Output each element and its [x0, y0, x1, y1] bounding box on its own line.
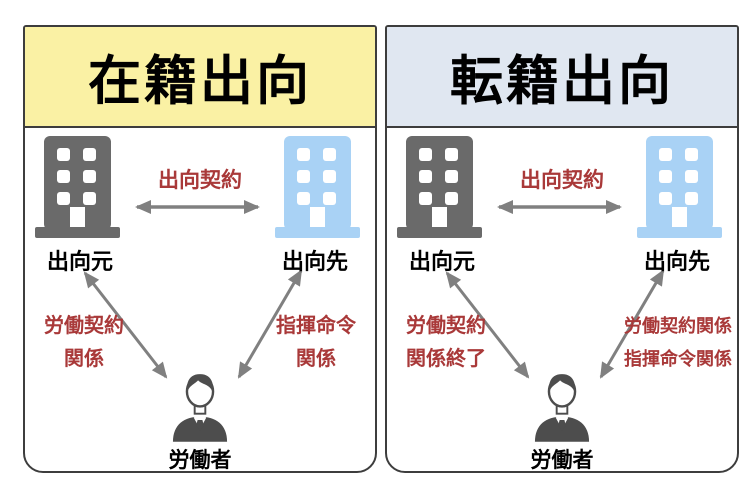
source-company-building-icon: [35, 136, 120, 238]
panel-tenseki-shukko: 転籍出向: [385, 25, 739, 473]
relationship-arrows: [445, 200, 665, 379]
right-relation-line1: 労働契約関係: [624, 316, 732, 336]
destination-company-building-icon: [637, 136, 722, 238]
source-company-building-icon: [397, 136, 482, 238]
left-relation-line2: 関係終了: [406, 348, 486, 370]
worker-label: 労働者: [530, 449, 594, 472]
worker-person-icon: [172, 374, 228, 442]
source-company-label: 出向元: [408, 249, 475, 274]
left-relation-label: 労働契約 関係: [25, 310, 143, 376]
left-relation-line1: 労働契約: [44, 315, 124, 337]
left-relation-line1: 労働契約: [406, 315, 486, 337]
destination-company-label: 出向先: [281, 249, 348, 274]
labor-contract-ended-arrow: [445, 271, 530, 379]
right-relation-line1: 指揮命令: [276, 315, 356, 337]
right-relation-label: 指揮命令 関係: [257, 310, 375, 376]
relationship-arrows: [83, 200, 303, 379]
panel-body-zaiseki: 出向元 出向先 出向契約 労働契約 関係 指揮命令 関係 労働者: [25, 128, 375, 472]
destination-company-building-icon: [275, 136, 360, 238]
panel-zaiseki-shukko: 在籍出向: [23, 25, 377, 473]
labor-and-command-relation-arrow: [599, 269, 665, 379]
source-company-label: 出向元: [46, 249, 113, 274]
panel-title-zaiseki: 在籍出向: [25, 27, 375, 128]
command-relation-arrow: [237, 269, 303, 379]
right-relation-line2: 関係: [296, 348, 336, 370]
labor-contract-arrow: [83, 271, 168, 379]
secondment-contract-label: 出向契約: [520, 169, 604, 192]
right-relation-label: 労働契約関係 指揮命令関係: [619, 310, 737, 376]
panel-title-tenseki: 転籍出向: [387, 27, 737, 128]
worker-label: 労働者: [168, 449, 232, 472]
panel-body-tenseki: 出向元 出向先 出向契約 労働契約 関係終了 労働契約関係 指揮命令関係 労働者: [387, 128, 737, 472]
left-relation-label: 労働契約 関係終了: [387, 310, 505, 376]
right-relation-line2: 指揮命令関係: [624, 349, 732, 369]
secondment-contract-label: 出向契約: [158, 169, 242, 192]
left-relation-line2: 関係: [64, 348, 104, 370]
destination-company-label: 出向先: [643, 249, 710, 274]
worker-person-icon: [534, 374, 590, 442]
